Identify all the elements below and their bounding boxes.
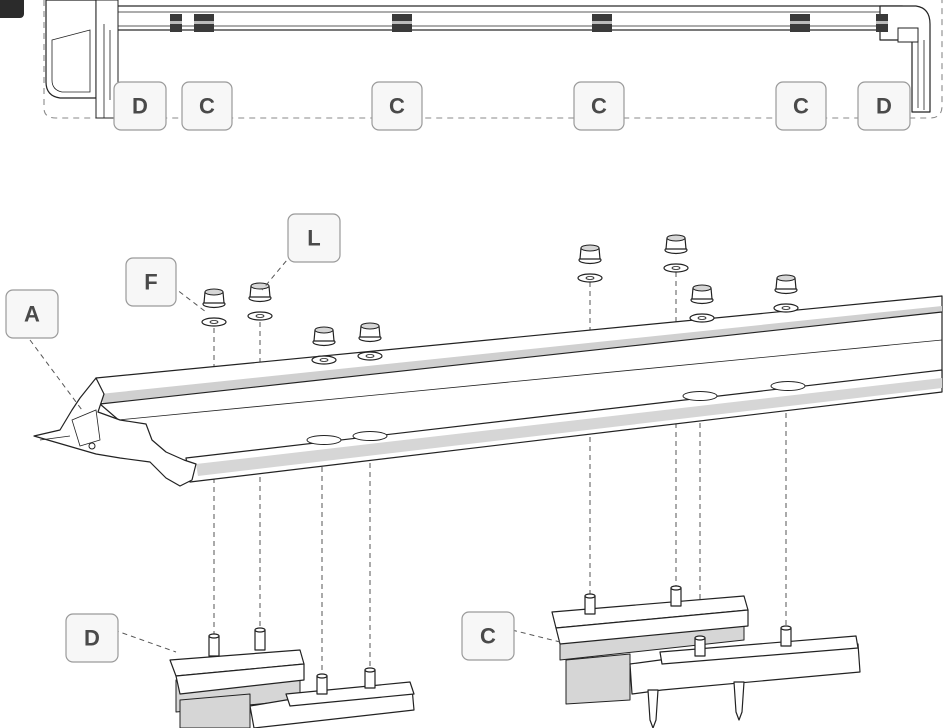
svg-text:C: C bbox=[199, 94, 215, 119]
svg-text:C: C bbox=[389, 94, 405, 119]
callout-top-D-left: D bbox=[113, 81, 167, 131]
svg-text:C: C bbox=[480, 624, 496, 649]
svg-text:D: D bbox=[84, 626, 100, 651]
svg-text:C: C bbox=[591, 94, 607, 119]
assembly-guide-lines bbox=[213, 272, 787, 676]
svg-text:L: L bbox=[307, 226, 320, 251]
callout-C: C bbox=[461, 611, 515, 661]
callout-L: L bbox=[287, 213, 341, 263]
callout-F: F bbox=[125, 257, 177, 307]
callout-A: A bbox=[5, 289, 59, 339]
svg-text:D: D bbox=[132, 94, 148, 119]
rail-profile bbox=[33, 295, 943, 487]
callout-leaders bbox=[29, 253, 561, 653]
bracket-C bbox=[551, 585, 861, 728]
callout-top-D-right: D bbox=[857, 81, 911, 131]
svg-text:F: F bbox=[144, 270, 157, 295]
callout-D: D bbox=[65, 613, 119, 663]
step-marker bbox=[0, 0, 24, 18]
callout-top-C-2: C bbox=[371, 81, 423, 131]
svg-text:C: C bbox=[793, 94, 809, 119]
overview-rail bbox=[43, 0, 943, 119]
callout-top-C-3: C bbox=[573, 81, 625, 131]
callout-top-C-4: C bbox=[775, 81, 827, 131]
callout-top-C-1: C bbox=[181, 81, 233, 131]
bracket-D bbox=[169, 627, 415, 728]
nuts-and-washers bbox=[201, 234, 799, 365]
svg-text:D: D bbox=[876, 94, 892, 119]
svg-text:A: A bbox=[24, 302, 40, 327]
